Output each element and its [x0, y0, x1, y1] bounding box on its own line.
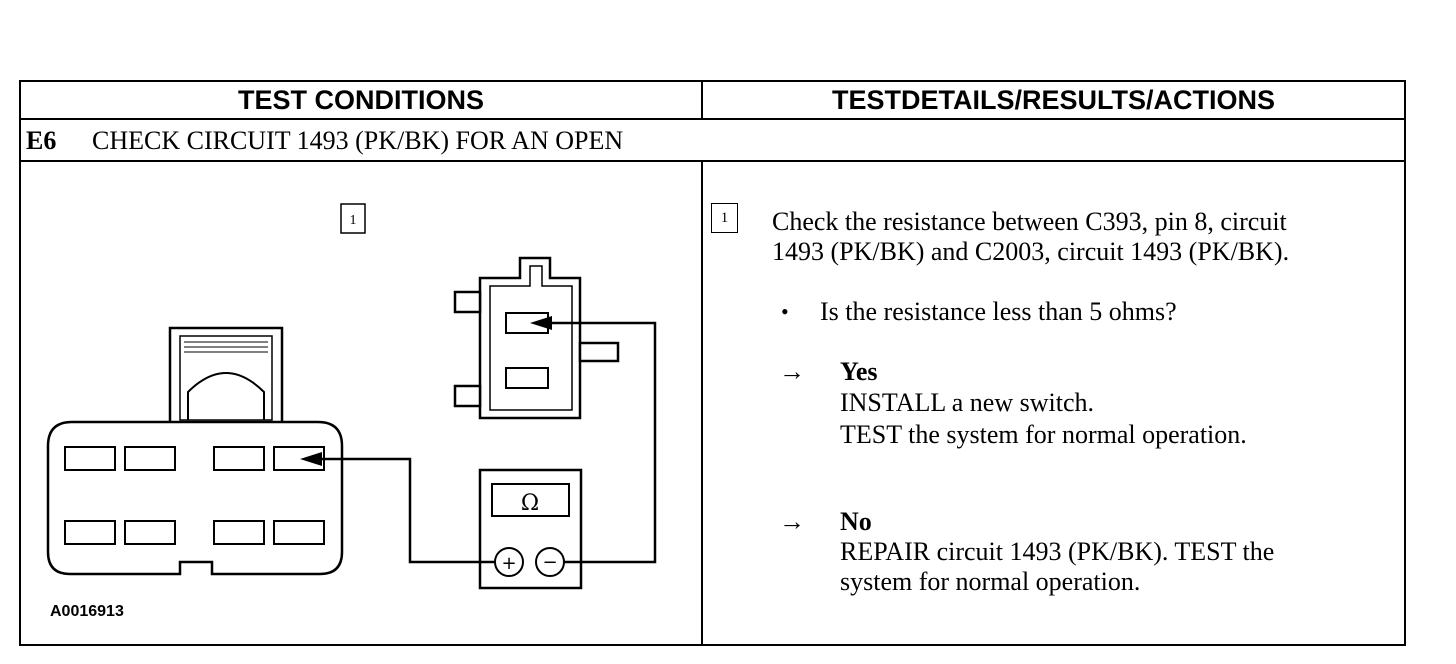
- ohmmeter: [478, 468, 583, 590]
- negative-lead: [540, 321, 657, 564]
- body-column-divider: [701, 160, 703, 646]
- header-divider: [19, 118, 1406, 120]
- instruction-line-1: Check the resistance between C393, pin 8…: [772, 207, 1287, 236]
- details-step-marker: 1: [711, 203, 738, 233]
- yes-action-line-1: INSTALL a new switch.: [840, 388, 1095, 417]
- positive-probe-arrow: [300, 452, 322, 466]
- step-row: E6 CHECK CIRCUIT 1493 (PK/BK) FOR AN OPE…: [26, 122, 623, 160]
- figure-step-marker-box: [340, 203, 366, 234]
- step-title: CHECK CIRCUIT 1493 (PK/BK) FOR AN OPEN: [92, 126, 624, 155]
- no-action-line-2: system for normal operation.: [840, 567, 1141, 596]
- instruction-line-2: 1493 (PK/BK) and C2003, circuit 1493 (PK…: [772, 237, 1290, 266]
- question-bullet: •: [781, 299, 789, 324]
- yes-action-line-2: TEST the system for normal operation.: [840, 420, 1247, 449]
- positive-lead: [310, 457, 495, 564]
- negative-probe-arrow: [530, 316, 552, 330]
- yes-label: Yes: [840, 357, 878, 386]
- test-diagram: 1 Ω + −: [46, 203, 657, 590]
- header-test-details: TESTDETAILS/RESULTS/ACTIONS: [831, 84, 1275, 115]
- yes-arrow: →: [779, 357, 805, 386]
- positive-terminal: +: [501, 553, 516, 574]
- ohm-symbol: Ω: [521, 491, 539, 516]
- step-divider: [19, 160, 1406, 162]
- header-test-conditions: TEST CONDITIONS: [237, 84, 484, 115]
- test-table: [19, 80, 1406, 646]
- no-action-line-1: REPAIR circuit 1493 (PK/BK). TEST the: [840, 537, 1275, 566]
- connector-c2003: [453, 256, 620, 420]
- no-arrow: →: [779, 507, 805, 536]
- question-text: Is the resistance less than 5 ohms?: [820, 297, 1177, 326]
- figure-id: A0016913: [50, 603, 124, 620]
- negative-terminal: −: [542, 552, 557, 573]
- no-label: No: [840, 507, 872, 536]
- figure-step-marker: 1: [350, 213, 357, 228]
- step-id: E6: [26, 126, 57, 155]
- header-column-divider: [701, 80, 703, 120]
- connector-c393: [46, 326, 344, 576]
